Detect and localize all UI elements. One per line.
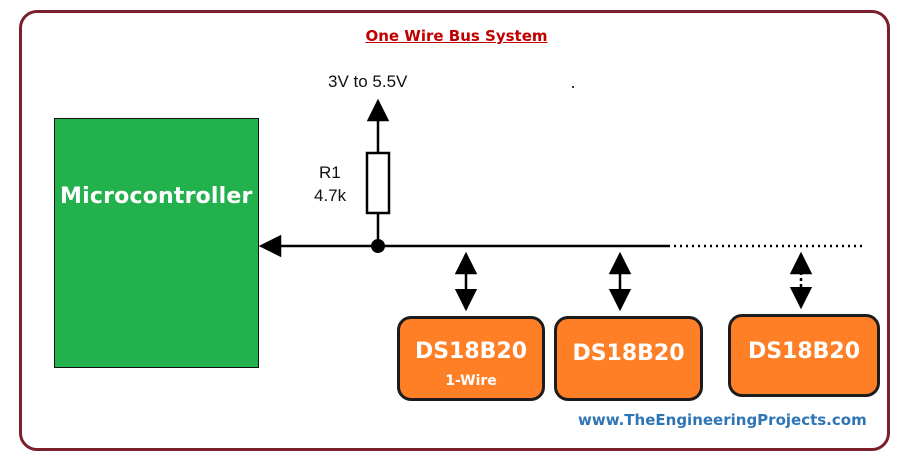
stray-dot (572, 86, 574, 88)
sensor-ds18b20-1: DS18B20 1-Wire (397, 316, 545, 401)
website-url: www.TheEngineeringProjects.com (578, 411, 867, 429)
resistor-r1 (365, 151, 391, 215)
sensor-1-name: DS18B20 (414, 339, 528, 364)
sensor-3-name: DS18B20 (747, 339, 861, 364)
microcontroller-block (54, 118, 259, 368)
microcontroller-label: Microcontroller (60, 184, 253, 209)
resistor-name-label: R1 (319, 163, 341, 182)
supply-voltage-label: 3V to 5.5V (328, 72, 408, 91)
diagram-title: One Wire Bus System (365, 27, 548, 45)
sensor-ds18b20-3: DS18B20 (728, 314, 880, 397)
sensor-2-name: DS18B20 (572, 341, 685, 366)
resistor-value-label: 4.7k (314, 186, 347, 205)
sensor-1-subtitle: 1-Wire (445, 373, 497, 389)
sensor-ds18b20-2: DS18B20 (554, 316, 703, 401)
